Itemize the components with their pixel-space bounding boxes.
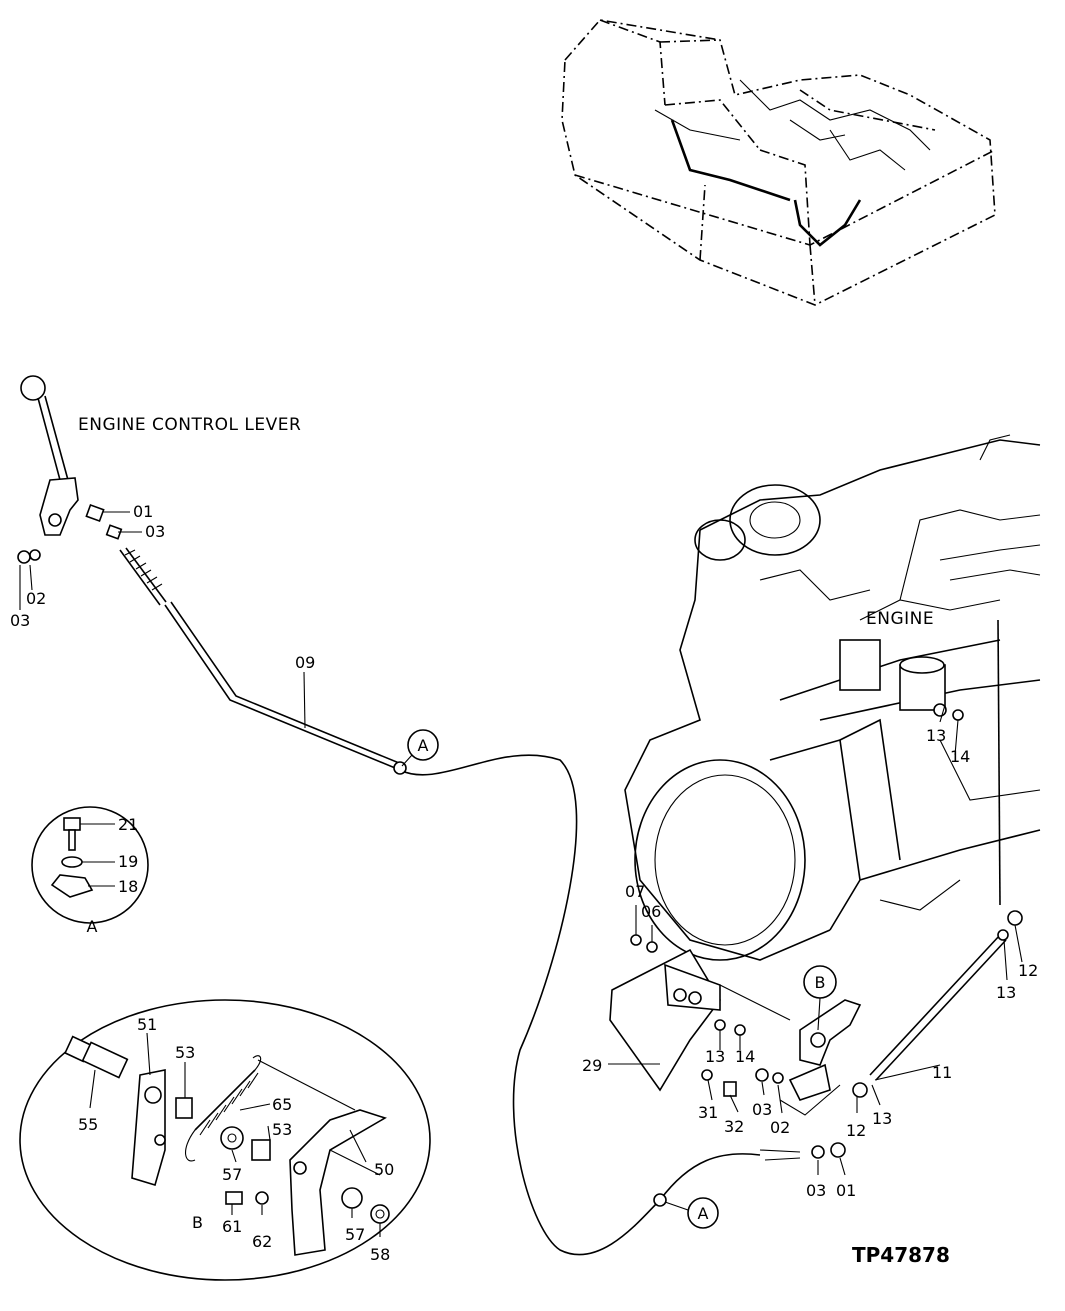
part-label-32: 32 xyxy=(724,1117,744,1136)
part-label-65: 65 xyxy=(272,1095,292,1114)
linkage-assembly xyxy=(609,910,1023,1116)
part-label-12-rod: 12 xyxy=(1018,961,1038,980)
part-label-61: 61 xyxy=(222,1217,242,1236)
labels: ENGINE CONTROL LEVER ENGINE TP47878 A B … xyxy=(10,415,1038,1267)
part-label-50: 50 xyxy=(374,1160,394,1179)
part-label-55: 55 xyxy=(78,1115,98,1134)
leader-lines xyxy=(19,511,1023,1237)
part-label-14-engine: 14 xyxy=(950,747,970,766)
part-label-13-rod: 13 xyxy=(996,983,1016,1002)
detail-a-view xyxy=(31,806,149,924)
part-label-31: 31 xyxy=(698,1103,718,1122)
part-label-62: 62 xyxy=(252,1232,272,1251)
part-label-57-right: 57 xyxy=(345,1225,365,1244)
part-label-13-engine: 13 xyxy=(926,726,946,745)
part-label-03-lever: 03 xyxy=(145,522,165,541)
part-label-58: 58 xyxy=(370,1245,390,1264)
part-label-19: 19 xyxy=(118,852,138,871)
part-label-03-lever-nut: 03 xyxy=(10,611,30,630)
part-label-03-bracket: 03 xyxy=(752,1100,772,1119)
part-label-51: 51 xyxy=(137,1015,157,1034)
machine-overview xyxy=(561,19,996,306)
detail-b-label: B xyxy=(192,1213,203,1232)
callout-a-bottom: A xyxy=(698,1204,709,1223)
part-label-14-bracket: 14 xyxy=(735,1047,755,1066)
part-label-11: 11 xyxy=(932,1063,952,1082)
part-label-21: 21 xyxy=(118,815,138,834)
part-label-18: 18 xyxy=(118,877,138,896)
callout-b: B xyxy=(815,973,826,992)
part-label-57-left: 57 xyxy=(222,1165,242,1184)
part-label-09: 09 xyxy=(295,653,315,672)
throttle-cable xyxy=(119,547,846,1256)
engine-illustration xyxy=(624,434,1041,961)
engine-control-lever xyxy=(17,375,123,564)
part-label-02-bracket: 02 xyxy=(770,1118,790,1137)
part-label-53-top: 53 xyxy=(175,1043,195,1062)
part-label-02-lever: 02 xyxy=(26,589,46,608)
engine-control-lever-label: ENGINE CONTROL LEVER xyxy=(78,415,301,435)
part-label-12-bracket: 12 xyxy=(846,1121,866,1140)
part-label-06: 06 xyxy=(641,902,661,921)
part-label-13-bracket: 13 xyxy=(705,1047,725,1066)
engine-label: ENGINE xyxy=(866,609,934,629)
callout-a-top: A xyxy=(418,736,429,755)
drawing-number: TP47878 xyxy=(852,1243,950,1267)
part-label-29: 29 xyxy=(582,1056,602,1075)
part-label-01-cable-end: 01 xyxy=(836,1181,856,1200)
part-label-13-bracket-right: 13 xyxy=(872,1109,892,1128)
part-label-53-bottom: 53 xyxy=(272,1120,292,1139)
part-label-07: 07 xyxy=(625,882,645,901)
detail-a-label: A xyxy=(87,917,98,936)
part-label-01-lever: 01 xyxy=(133,502,153,521)
part-label-03-cable-end: 03 xyxy=(806,1181,826,1200)
detail-b-view xyxy=(19,999,431,1281)
